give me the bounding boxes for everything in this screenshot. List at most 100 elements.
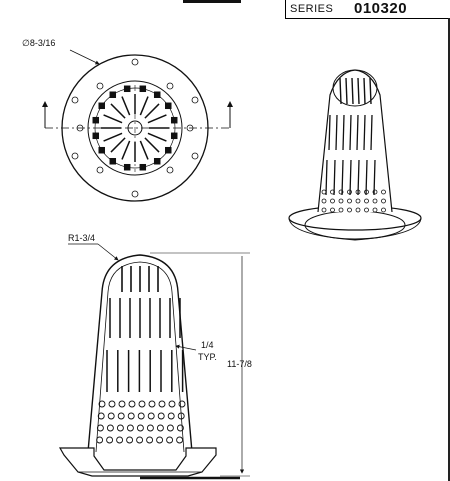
ring-slot [123,85,131,93]
series-label: SERIES [290,3,334,15]
elevation-hole [177,412,185,420]
iso-slot [333,159,336,196]
iso-hole [381,198,386,204]
iso-hole [321,207,327,213]
isometric-view [288,69,422,241]
iso-slot [349,114,352,151]
radius-leader [97,243,119,261]
iso-dome-rib [363,77,366,105]
ring-slot [92,132,100,140]
iso-slot [365,159,368,196]
iso-hole [321,198,327,204]
ring-slot [109,91,117,98]
radial-slot [103,132,123,142]
radial-slot [110,103,126,119]
height-dimension: 11-7/8 [227,359,252,369]
elevation-slots [106,298,184,392]
iso-dome-rib [351,77,354,105]
iso-slot [341,159,344,196]
ring-slot [139,163,147,171]
elevation-hole [146,424,154,432]
flange-hole [131,190,139,198]
iso-flange-lower [304,210,406,240]
series-number: 010320 [354,0,408,17]
elevation-dome-ribs [121,266,159,292]
iso-holes [321,189,386,213]
elevation-hole [116,436,124,444]
iso-hole [338,189,344,195]
iso-hole [364,198,369,204]
iso-slot [357,159,360,196]
iso-slot [325,159,328,196]
ring-slot [92,116,100,124]
elevation-hole [126,424,134,432]
ring-slot [98,102,105,110]
elevation-hole [178,400,186,408]
radial-slots [92,85,178,171]
elevation-hole [137,412,145,420]
diameter-leader [69,49,100,65]
flange-hole [71,152,79,160]
iso-slot [342,114,345,151]
elevation-hole [106,436,114,444]
iso-hole [372,198,378,204]
flange-hole [96,82,104,90]
elevation-hole [168,400,176,408]
elevation-hole [98,400,106,408]
elevation-hole [156,436,164,444]
elevation-hole [158,400,166,408]
flange-hole [71,96,79,104]
ring-slot [109,158,117,165]
elevation-hole [166,436,174,444]
elevation-hole [128,400,136,408]
elevation-hole [107,412,115,420]
radial-slot [110,137,126,153]
iso-slot [335,114,338,151]
ring-slot [123,163,131,171]
iso-hole [338,207,344,213]
iso-hole [372,189,378,195]
elevation-hole [136,436,144,444]
elevation-inner [95,261,185,453]
iso-hole [364,207,369,213]
header-tab [183,0,241,3]
radial-slot [147,132,167,142]
radial-slot [121,140,131,160]
elevation-hole [157,412,165,420]
iso-slot [356,114,359,151]
iso-hole [381,189,386,195]
elevation-hole [176,424,184,432]
top-plan-view [42,49,233,202]
radial-slot [139,96,149,116]
elevation-hole [126,436,134,444]
iso-slot [370,114,373,151]
iso-slot [373,159,376,196]
iso-hole [330,198,335,204]
elevation-hole [108,400,116,408]
iso-slots [325,114,376,196]
radial-slot [144,137,160,153]
ring-slot [170,116,178,124]
elevation-hole [97,412,105,420]
flange-hole [191,96,199,104]
iso-hole [364,189,369,195]
elevation-body [87,254,193,453]
flange-hole [191,152,199,160]
slot-leader [175,344,197,351]
title-block: SERIES 010320 [285,0,450,19]
iso-hole [347,198,352,204]
elevation-holes [96,400,186,444]
iso-dome-rib [345,77,348,105]
iso-hole [355,207,361,213]
radial-slot [147,114,167,124]
flange-hole [131,58,139,66]
elevation-hole [96,436,104,444]
elevation-hole [176,436,184,444]
iso-hole [381,207,386,213]
iso-hole [321,189,327,195]
radial-slot [144,103,160,119]
iso-slot [349,159,352,196]
iso-hole [355,189,361,195]
iso-slot [363,114,366,151]
